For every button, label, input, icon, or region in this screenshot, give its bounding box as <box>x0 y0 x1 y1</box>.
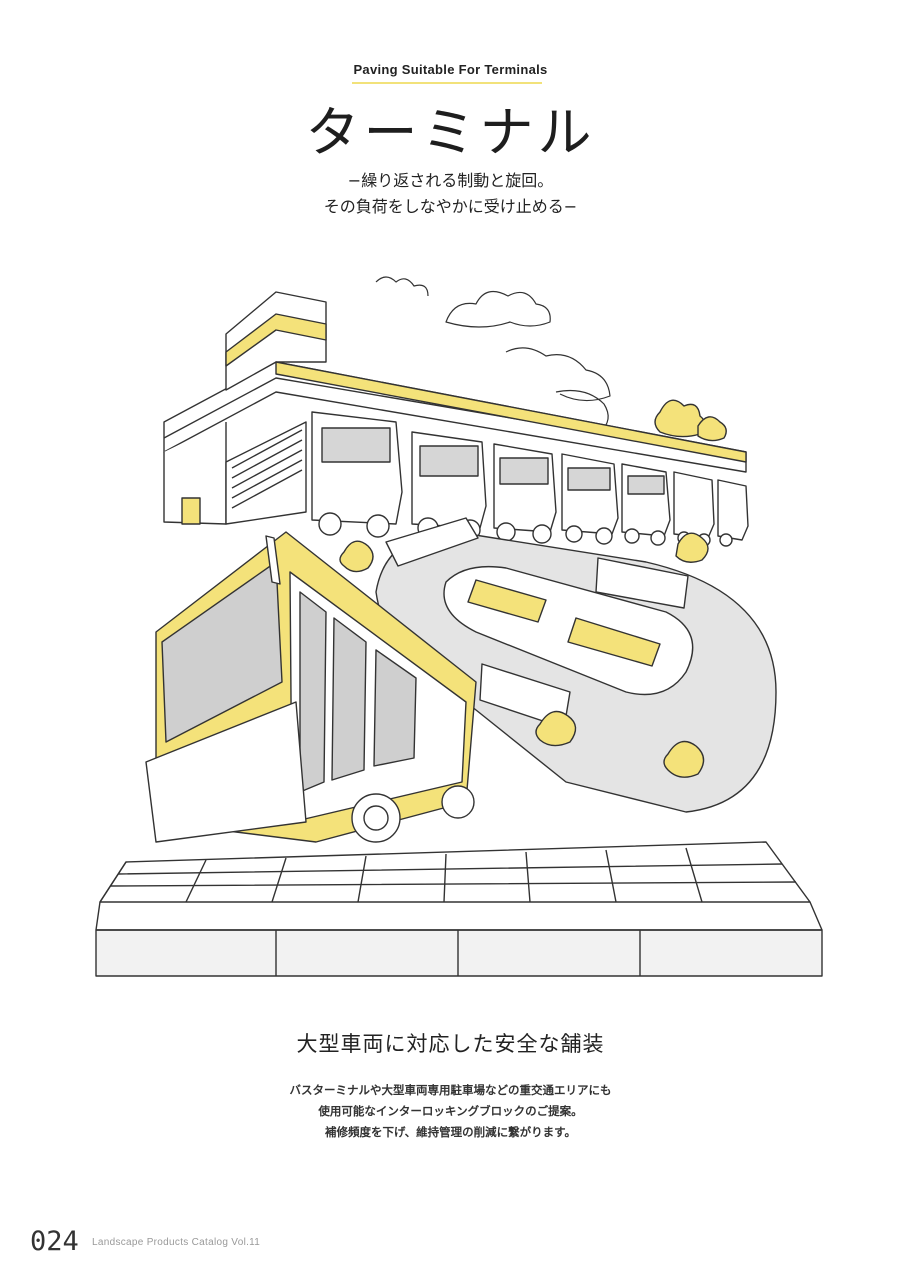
subcopy-line-2: その負荷をしなやかに受け止める− <box>323 197 578 216</box>
body-line-3: 補修頻度を下げ、維持管理の削減に繋がります。 <box>324 1125 577 1139</box>
small-bus-group <box>385 517 689 729</box>
eyebrow-underline <box>352 82 542 84</box>
body-line-1: バスターミナルや大型車両専用駐車場などの重交通エリアにも <box>289 1083 612 1097</box>
tree-group <box>339 532 709 778</box>
catalog-name: Landscape Products Catalog Vol.11 <box>92 1237 261 1248</box>
subcopy-line-1: −繰り返される制動と旋回。 <box>347 171 554 190</box>
large-yellow-bus <box>145 531 477 843</box>
eyebrow-label: Paving Suitable For Terminals <box>353 62 548 77</box>
tree-group <box>654 399 727 442</box>
subcopy: −繰り返される制動と旋回。 その負荷をしなやかに受け止める− <box>0 168 901 220</box>
truck-row <box>311 411 749 547</box>
page-title: ターミナル <box>305 101 596 164</box>
section-body: バスターミナルや大型車両専用駐車場などの重交通エリアにも 使用可能なインターロッ… <box>0 1080 901 1143</box>
terminal-illustration <box>95 276 823 977</box>
page-number: 024 <box>30 1226 79 1257</box>
paving-block-area <box>95 841 823 977</box>
body-line-2: 使用可能なインターロッキングブロックのご提案。 <box>318 1104 583 1118</box>
section-heading: 大型車両に対応した安全な舗装 <box>296 1032 605 1056</box>
warehouse-building <box>163 291 747 525</box>
